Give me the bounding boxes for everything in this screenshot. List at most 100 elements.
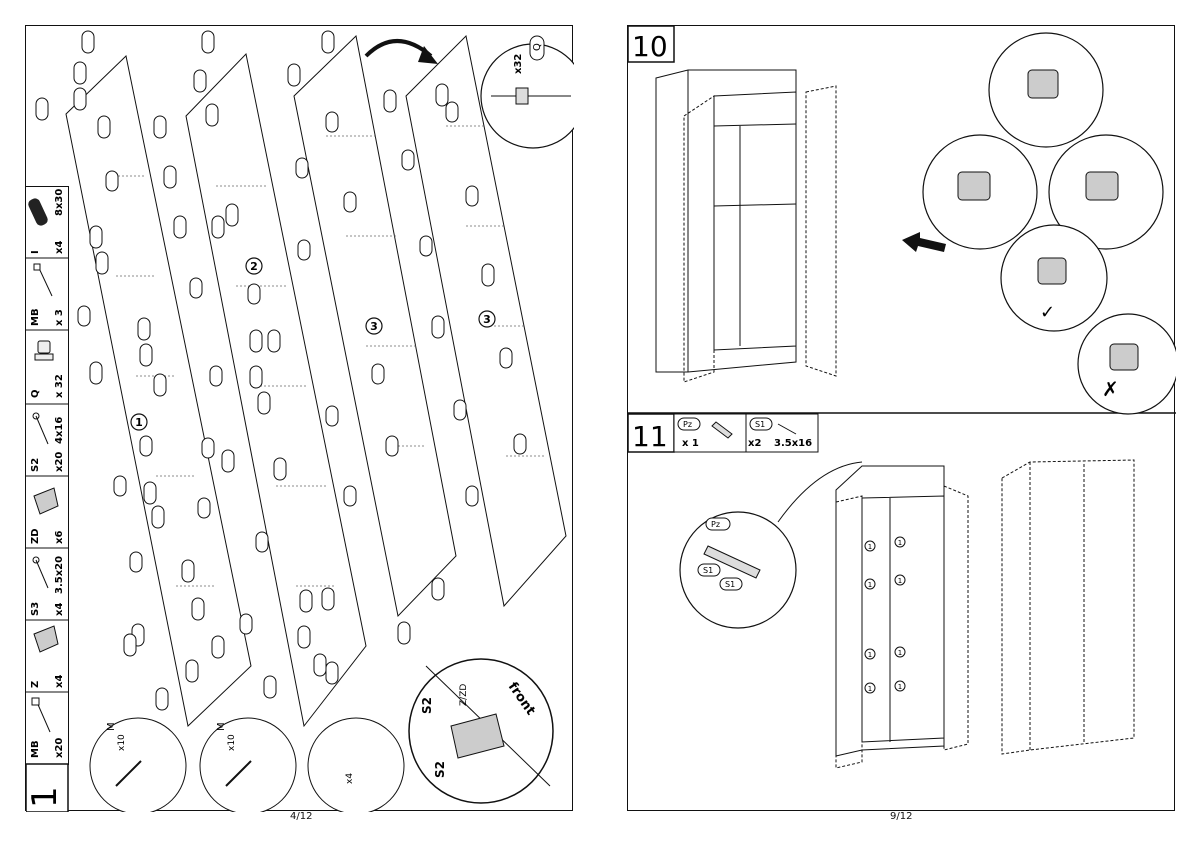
left-instruction-page: 8x30 x4 I MB x 3 Q x 32 4x16 S2 x20 ZD x… [25, 25, 574, 812]
dowel-icon [28, 198, 48, 226]
panel-number-2: 2 [250, 260, 258, 273]
connector-bracket-icon [450, 713, 505, 759]
door-left-step11 [835, 495, 863, 769]
dowel-callout-code: Q [532, 43, 543, 51]
bracket-detail-icon [703, 545, 761, 579]
hole-markers [106, 125, 546, 587]
bracket-marker-labels: 1 1 1 1 1 1 1 1 [868, 539, 902, 693]
part-code-0: I [30, 250, 41, 254]
svg-text:1: 1 [868, 685, 872, 693]
tool-code-1: M [106, 722, 117, 731]
parts11-code-1: S1 [755, 420, 765, 429]
part-qty-7: x20 [54, 738, 65, 758]
parts11-spec-1: 3.5x16 [774, 438, 812, 449]
right-instruction-page: 10 ✓ ✗ 11 [627, 25, 1176, 811]
connector-s2-bottom: S2 [433, 761, 447, 778]
bolt-icon [33, 263, 53, 297]
part-qty-1: x 3 [54, 309, 65, 326]
wardrobe-step11-closed [1001, 459, 1135, 755]
pz-tag [677, 417, 701, 431]
screw-icon [32, 412, 49, 445]
bracket-icon [33, 625, 59, 653]
wardrobe-step10 [655, 69, 837, 383]
bracket-icon [33, 487, 59, 515]
callout-leader [777, 461, 863, 523]
s1-tag [749, 417, 773, 431]
part-code-6: Z [30, 681, 41, 688]
left-page-number: 4/12 [290, 811, 313, 822]
step-number-box [26, 763, 69, 812]
part-qty-5: x4 [54, 603, 65, 616]
part-code-5: S3 [30, 602, 41, 616]
part-labels: 8x30 x4 I MB x 3 Q x 32 4x16 S2 x20 ZD x… [30, 189, 65, 758]
part-qty-4: x6 [54, 531, 65, 544]
part-code-4: ZD [30, 528, 41, 544]
check-icon: ✓ [1040, 302, 1055, 323]
panel-number-3b: 3 [483, 313, 491, 326]
door-left-step10 [683, 95, 715, 383]
part-qty-0: x4 [54, 241, 65, 254]
q-badges [77, 101, 527, 635]
svg-text:1: 1 [898, 683, 902, 691]
svg-text:1: 1 [868, 543, 872, 551]
panel-number-labels: 1 2 3 3 [135, 260, 491, 429]
detail-code-s1-b: S1 [725, 580, 735, 589]
cam-lock-icon [34, 340, 54, 361]
right-page-number: 9/12 [890, 811, 913, 822]
door-step10 [805, 85, 837, 377]
part-icons [28, 198, 59, 733]
panel-number-circles [130, 257, 496, 431]
x4-label: x4 [345, 773, 355, 784]
part-spec-3: 4x16 [54, 417, 65, 444]
part-qty-2: x 32 [54, 374, 65, 398]
bracket-markers [864, 536, 906, 694]
bolt-icon [31, 697, 51, 733]
detail-code-s1-a: S1 [703, 566, 713, 575]
screwdriver-icon [115, 760, 252, 787]
tool-code-2: M [216, 722, 227, 731]
dowel-callout-qty: x32 [513, 54, 524, 74]
svg-text:1: 1 [898, 649, 902, 657]
tool-qty-1: x10 [117, 734, 127, 751]
panels [65, 34, 567, 728]
svg-text:1: 1 [898, 577, 902, 585]
bracket-part-icon [711, 421, 733, 439]
connector-zzd: Z/ZD [459, 684, 469, 706]
part-spec-0: 8x30 [54, 189, 65, 216]
part-code-7: MB [30, 740, 41, 758]
flip-arrowhead-icon [418, 46, 438, 64]
connector-s2-top: S2 [420, 697, 434, 714]
detail-code-pz: Pz [711, 520, 720, 529]
step10-number: 10 [632, 30, 668, 63]
panel-number-1: 1 [135, 416, 143, 429]
door-right-step11 [943, 485, 969, 751]
svg-text:1: 1 [868, 651, 872, 659]
step-number: 1 [26, 786, 65, 808]
step10-box [628, 26, 675, 63]
part-code-2: Q [30, 389, 41, 398]
part-spec-5: 3.5x20 [54, 556, 65, 594]
tool-detail-circle-3 [307, 717, 405, 812]
screw-part-icon [777, 423, 797, 435]
direction-arrow-icon [902, 232, 946, 252]
part-code-1: MB [30, 308, 41, 326]
screw-icon [32, 556, 49, 589]
wardrobe-step11-open [835, 465, 969, 769]
parts11-qty-1: x2 [748, 438, 761, 449]
tool-qty-2: x10 [227, 734, 237, 751]
part-qty-3: x20 [54, 452, 65, 472]
panel-number-3a: 3 [370, 320, 378, 333]
step11-number: 11 [632, 420, 668, 453]
hinge-icons [957, 69, 1139, 371]
part-qty-6: x4 [54, 675, 65, 688]
svg-text:1: 1 [898, 539, 902, 547]
left-parts-svg: 8x30 x4 I MB x 3 Q x 32 4x16 S2 x20 ZD x… [26, 30, 574, 812]
dowel-callout-tag [529, 35, 545, 61]
dowel-insert-icon [491, 87, 571, 105]
parts11-code-0: Pz [683, 420, 692, 429]
svg-text:1: 1 [868, 581, 872, 589]
parts-column [26, 186, 69, 765]
right-page-svg: 10 ✓ ✗ 11 [628, 26, 1176, 769]
part-code-3: S2 [30, 458, 41, 472]
part-tags [35, 30, 495, 711]
